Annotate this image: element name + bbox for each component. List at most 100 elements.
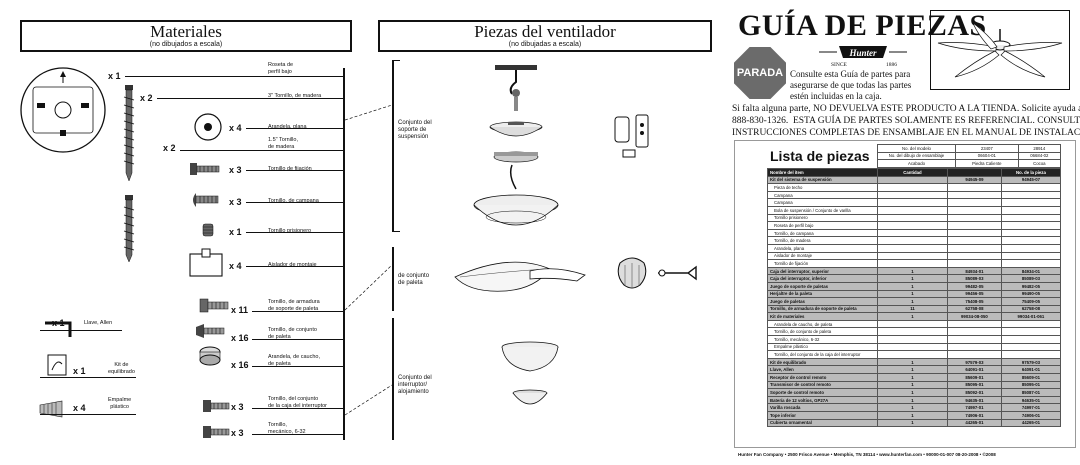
- drawing-label: No. del dibujo de ensamblaje: [877, 151, 956, 161]
- parts-cell-name: Herjaltre de la paleta: [767, 289, 878, 299]
- parts-cell-b: 85089-03: [1000, 274, 1062, 283]
- ornament-drawing: [617, 257, 647, 289]
- parts-cell-a: [947, 236, 1002, 245]
- year-label: 1886: [886, 62, 897, 68]
- parts-cell-qty: [877, 183, 948, 192]
- label-rubber-washer: Arandela, de caucho, de paleta: [268, 354, 320, 367]
- parts-cell-name: Arandela de caucho, de paleta: [767, 319, 878, 329]
- machine-screw-drawing: [203, 426, 230, 438]
- parts-cell-name: Llave, Allen: [767, 365, 878, 375]
- parts-cell-qty: [877, 221, 948, 230]
- parts-cell-qty: [877, 327, 948, 337]
- parts-cell-a: [947, 183, 1002, 192]
- wood-screw-3in: [123, 85, 135, 182]
- drawing-b: 06684-02: [1017, 151, 1062, 161]
- parts-cell-a: 99456-05: [947, 289, 1002, 299]
- parts-cell-name: Pieza de techo: [767, 183, 878, 192]
- model-a: 23407: [955, 144, 1019, 153]
- blade-iron-drawing: [658, 265, 697, 281]
- downrod-drawing: [512, 89, 520, 111]
- col-part-a: [947, 168, 1002, 177]
- parts-cell-a: 74997-01: [947, 403, 1002, 412]
- canopy-drawing: [20, 67, 106, 153]
- parts-cell-a: [947, 251, 1002, 261]
- set-screw-drawing: [190, 163, 220, 175]
- parts-row: Tornillo, de madera: [767, 236, 1062, 245]
- allen-wrench-drawing: [45, 321, 72, 337]
- qty-lock-screw: x 1: [229, 227, 242, 237]
- parts-cell-a: 99034-08-050: [947, 312, 1002, 321]
- wire-connector-drawing: [39, 400, 63, 418]
- leader-rubber-washer: [252, 366, 343, 367]
- parts-cell-b: 74997-01: [1000, 403, 1062, 412]
- parts-cell-qty: 1: [877, 388, 948, 397]
- parts-header-table: No. del modelo 23407 28914 No. del dibuj…: [877, 144, 1062, 168]
- collar-drawing: [493, 151, 539, 163]
- qty-blade-screw: x 16: [231, 333, 249, 343]
- parts-cell-a: [947, 213, 1002, 223]
- label-wood-screw-3in: 3" Tornillo, de madera: [268, 93, 322, 99]
- leader-lock-screw: [246, 232, 343, 233]
- leader-allen: [40, 330, 122, 331]
- finish-b: Cocoa: [1017, 159, 1062, 168]
- blade-drawing: [454, 261, 586, 292]
- parts-cell-qty: [877, 190, 948, 200]
- parts-cell-a: 85609-01: [947, 373, 1002, 382]
- leader-blade-screw: [252, 339, 343, 340]
- parts-cell-b: [1000, 205, 1062, 215]
- parts-cell-a: 85092-01: [947, 388, 1002, 397]
- qty-rubber-washer: x 16: [231, 360, 249, 370]
- parts-cell-qty: 1: [877, 395, 948, 405]
- label-machine-screw: Tornillo, mecánico, 6-32: [268, 422, 306, 435]
- canopy-cover-drawing: [489, 121, 543, 137]
- parts-cell-qty: 1: [877, 266, 948, 276]
- parts-cell-b: [1000, 236, 1062, 245]
- parts-cell-qty: 1: [877, 418, 948, 428]
- parts-cell-a: 85095-01: [947, 380, 1002, 390]
- parts-row: Roseta de perfil bajo: [767, 221, 1062, 230]
- parts-cell-name: Arandela, plana: [767, 243, 878, 253]
- parts-cell-a: 64091-01: [947, 365, 1002, 375]
- parts-cell-qty: 1: [877, 357, 948, 367]
- leader-set-screw: [246, 170, 343, 171]
- parts-cell-qty: 1: [877, 380, 948, 390]
- parts-cell-b: [1000, 198, 1062, 207]
- stop-sign-icon: PARADA: [734, 47, 786, 99]
- parts-cell-qty: [877, 319, 948, 329]
- parts-cell-a: 62758-08: [947, 304, 1002, 314]
- parts-list-title: Lista de piezas: [770, 148, 870, 164]
- parts-row: Empalme plástico: [767, 342, 1062, 352]
- parts-cell-qty: [877, 342, 948, 352]
- svg-text:Hunter: Hunter: [848, 48, 877, 58]
- materials-header: Materiales (no dibujados a escala): [20, 20, 352, 52]
- consult-text: Consulte esta Guía de partes para asegur…: [790, 69, 912, 101]
- parts-cell-qty: 1: [877, 297, 948, 306]
- parts-cell-a: 84934-01: [947, 266, 1002, 276]
- rubber-washer-drawing: [199, 346, 221, 366]
- remote-drawing: [614, 114, 649, 158]
- col-qty: Cantidad: [877, 168, 948, 177]
- parts-cell-qty: [877, 205, 948, 215]
- materials-drawings: [20, 67, 230, 438]
- parts-cell-b: 74906-01: [1000, 411, 1062, 420]
- blade-screw-drawing: [196, 324, 225, 338]
- parts-cell-name: Juego de soporte de paletas: [767, 281, 878, 291]
- parts-cell-name: Tornillo, de armadura de soporte de pale…: [767, 304, 878, 314]
- parts-row: Campana: [767, 190, 1062, 200]
- parts-cell-name: Receptor de control remoto: [767, 373, 878, 382]
- label-switch: Conjunto del interruptor/ alojamiento: [398, 375, 432, 395]
- parts-cell-a: [947, 205, 1002, 215]
- parts-cell-a: 94635-01: [947, 395, 1002, 405]
- leader-mounting-isolator: [246, 266, 343, 267]
- guide-title: GUÍA DE PIEZAS: [738, 9, 987, 42]
- suspension-bracket: [392, 60, 394, 232]
- parts-row: Tornillo, de conjunto de paleta: [767, 327, 1062, 337]
- label-allen: Llave, Allen: [84, 320, 113, 326]
- flat-washer-drawing: [194, 113, 222, 141]
- model-label: No. del modelo: [877, 144, 956, 153]
- leader-flat-washer: [246, 128, 343, 129]
- materials-title: Materiales: [150, 22, 222, 41]
